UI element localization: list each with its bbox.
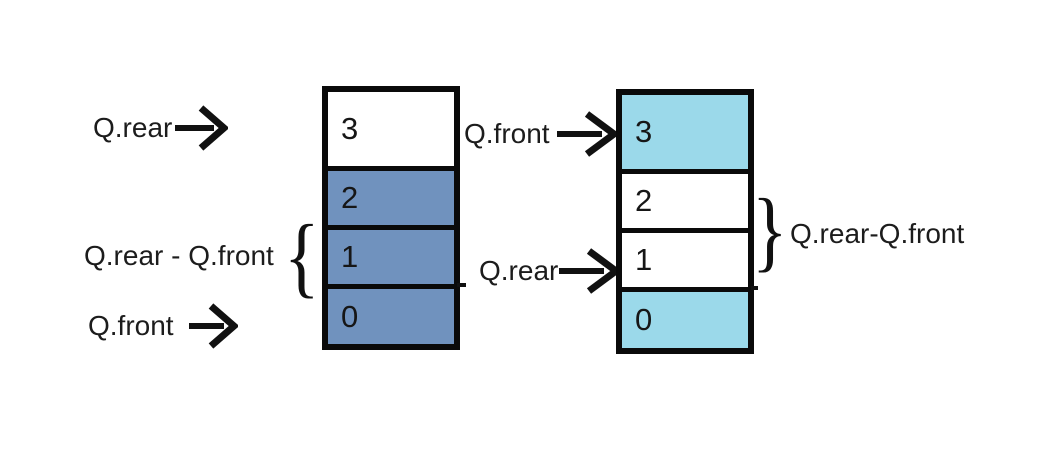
left-range-label: Q.rear - Q.front	[84, 240, 274, 271]
left-qfront-arrow-icon	[189, 303, 238, 349]
cell-index-label: 0	[341, 298, 359, 334]
cell-index-label: 1	[341, 239, 359, 274]
left-queue-cell-1: 1	[328, 225, 454, 284]
right-queue-stack: 3 2 1 0	[616, 89, 754, 354]
left-qrear-arrow-icon	[175, 105, 228, 151]
left-queue-cell-3: 3	[328, 92, 454, 166]
right-qrear-label: Q.rear	[479, 255, 559, 286]
cell-index-label: 2	[635, 183, 653, 218]
cell-index-label: 3	[341, 111, 359, 146]
right-range-label: Q.rear-Q.front	[790, 218, 965, 249]
stray-tick	[457, 283, 466, 287]
cell-index-label: 0	[635, 302, 653, 337]
left-qrear-label: Q.rear	[93, 112, 173, 143]
right-qfront-arrow-icon	[557, 111, 618, 157]
cell-index-label: 3	[635, 114, 653, 149]
right-qfront-label: Q.front	[464, 118, 550, 149]
left-open-brace-icon: {	[284, 207, 320, 308]
right-queue-cell-3: 3	[622, 95, 748, 169]
left-qfront-label: Q.front	[88, 310, 174, 341]
left-queue-cell-0: 0	[328, 284, 454, 344]
stray-tick	[751, 286, 758, 290]
left-queue-cell-2: 2	[328, 166, 454, 225]
left-queue-stack: 3 2 1 0	[322, 86, 460, 350]
right-queue-cell-1: 1	[622, 228, 748, 287]
cell-index-label: 1	[635, 242, 653, 277]
right-queue-cell-2: 2	[622, 169, 748, 228]
cell-index-label: 2	[341, 180, 359, 215]
right-close-brace-icon: }	[752, 181, 788, 282]
right-queue-cell-0: 0	[622, 287, 748, 348]
right-qrear-arrow-icon	[559, 248, 620, 294]
